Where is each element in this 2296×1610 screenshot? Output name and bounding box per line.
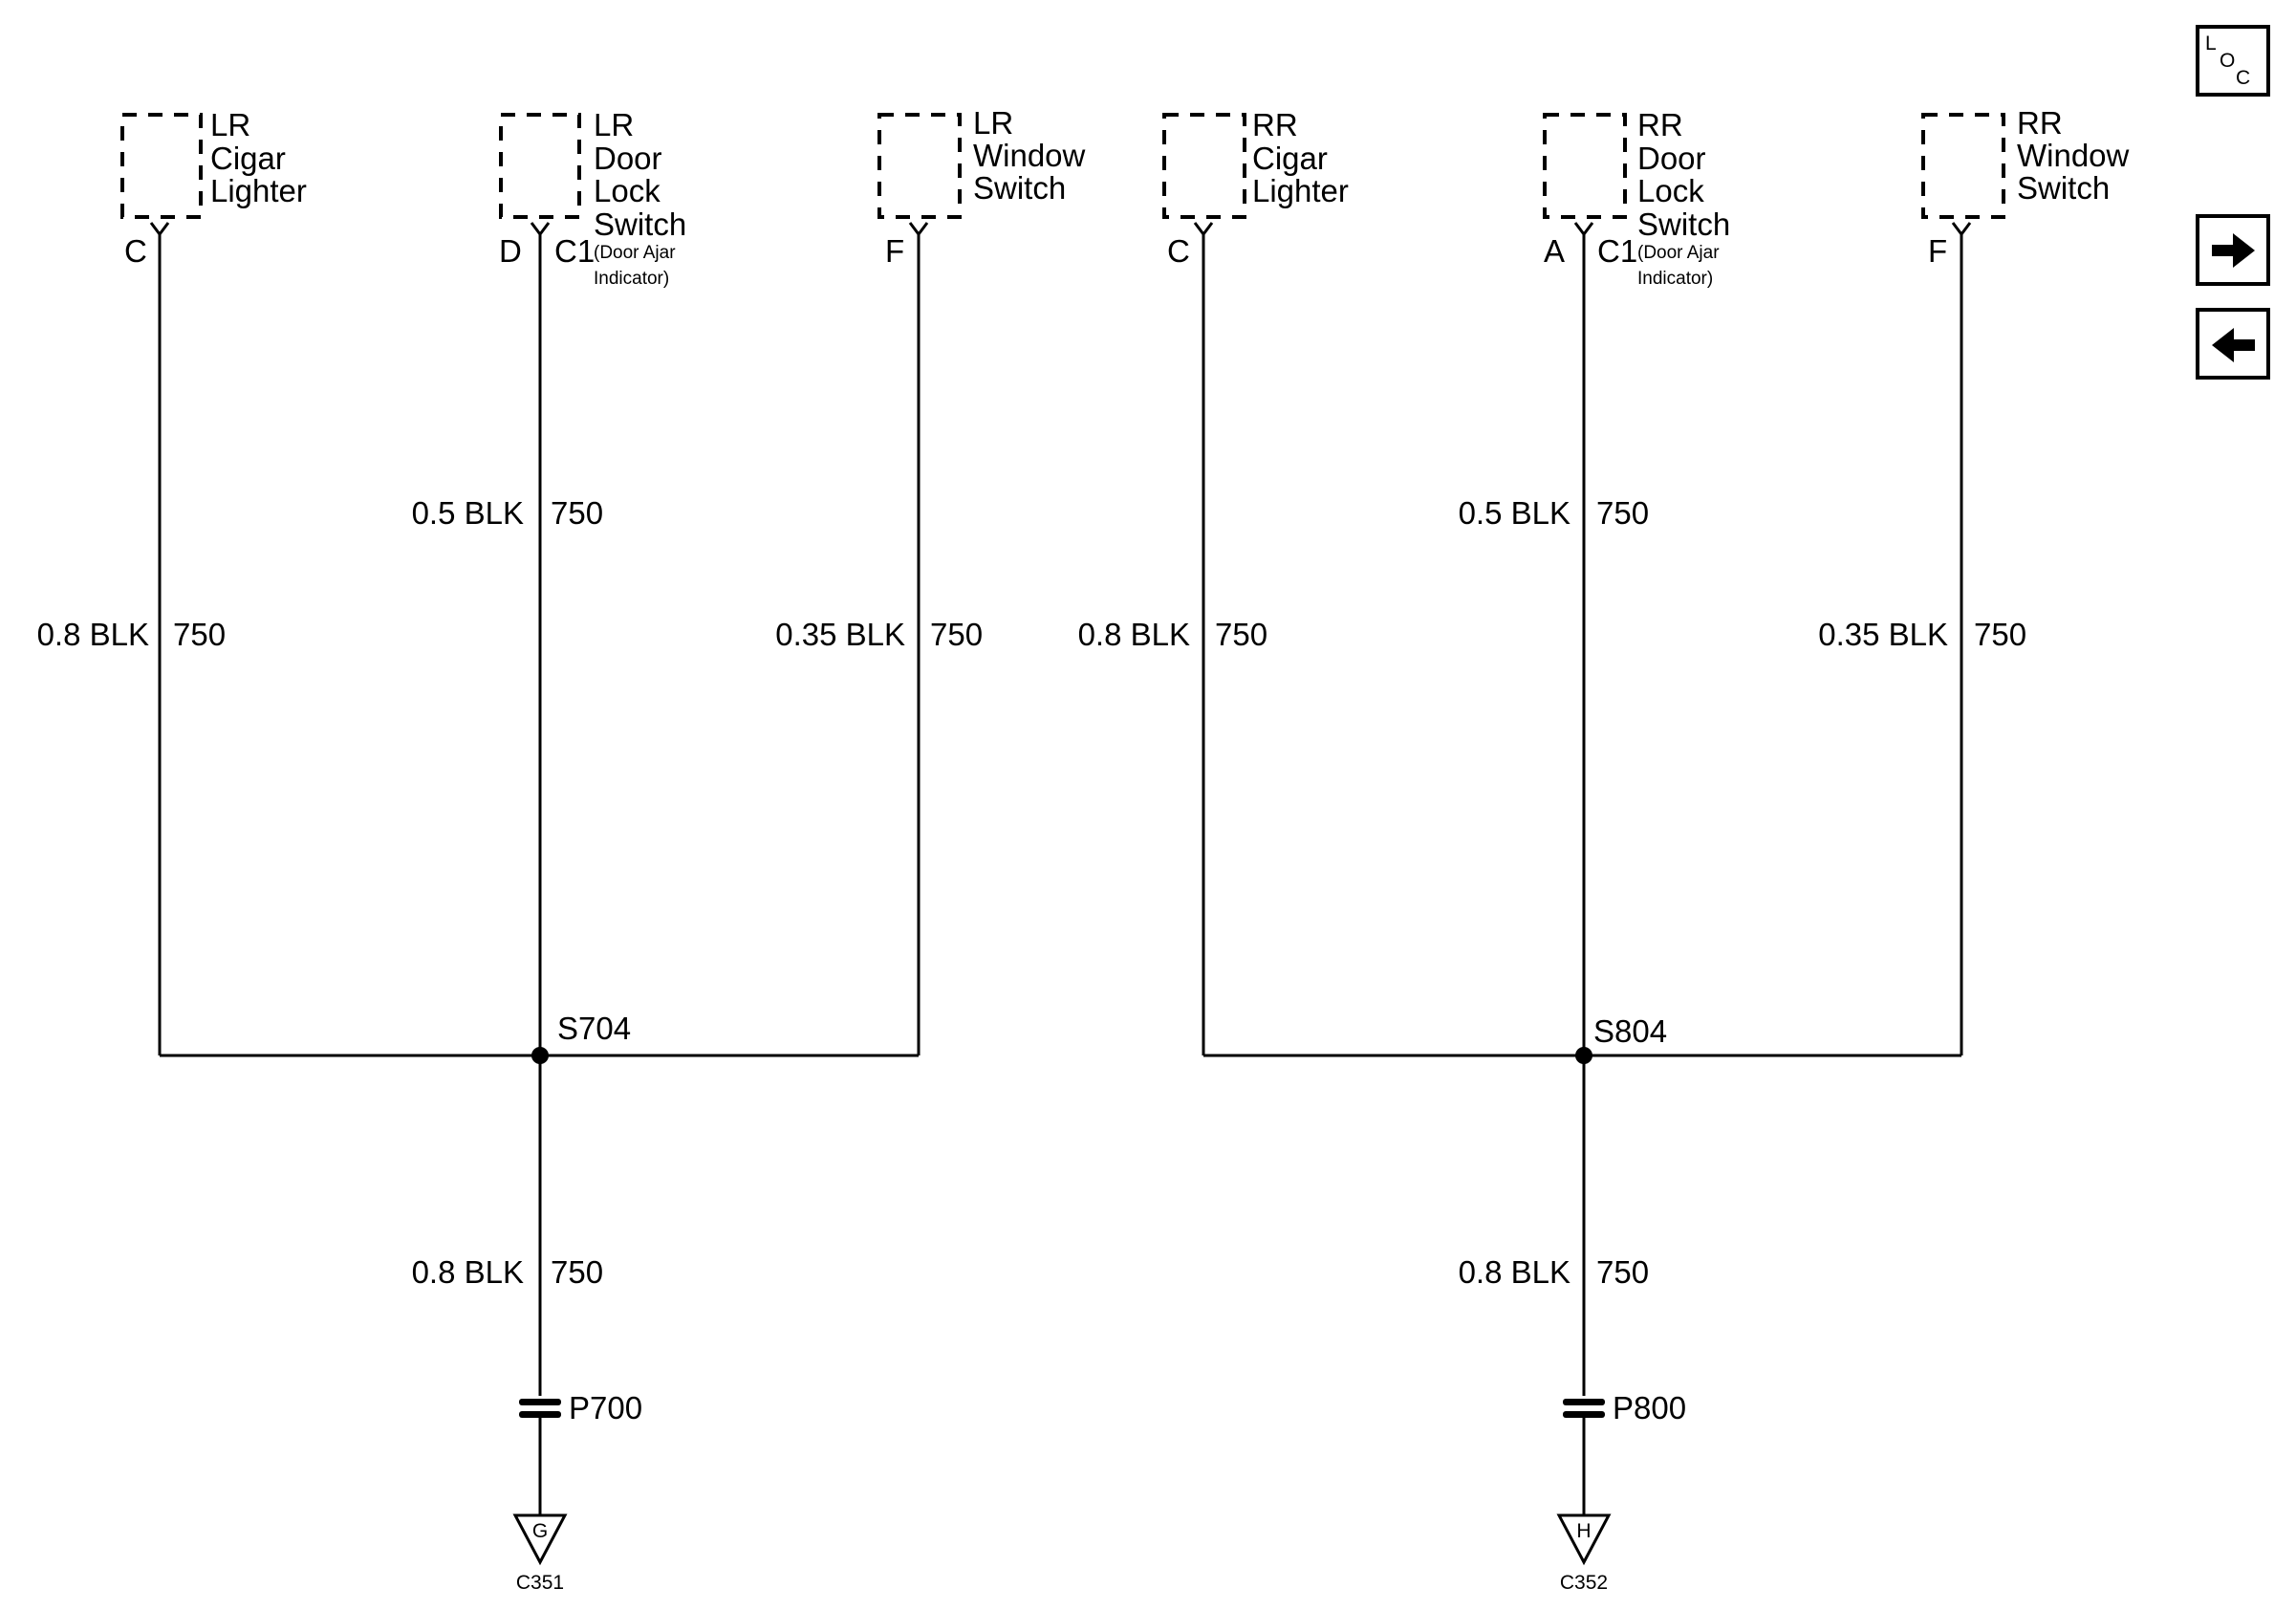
component-label-line: LR (973, 105, 1013, 141)
loc-icon: L O C (2205, 33, 2250, 89)
component-label-line: RR (2017, 105, 2063, 141)
splice-label: S704 (557, 1011, 631, 1046)
component-label-line: Door (1637, 141, 1706, 176)
wire-label-gauge: 0.8 BLK (1078, 617, 1190, 652)
connector-pin-icon (1951, 222, 1972, 237)
component-label-line: Cigar (210, 141, 286, 176)
splice-dot (531, 1047, 549, 1064)
wire-label-gauge: 0.5 BLK (1459, 495, 1570, 531)
wire-label-gauge: 0.5 BLK (412, 495, 524, 531)
splice-dot (1575, 1047, 1592, 1064)
component-lr-cigar-lighter: LR Cigar Lighter C (120, 107, 307, 269)
svg-text:O: O (2220, 50, 2235, 72)
ground-symbol-icon (512, 1513, 568, 1566)
component-box (1162, 113, 1246, 219)
wire-label-circuit: 750 (930, 617, 983, 652)
wire-label-gauge: 0.35 BLK (1818, 617, 1948, 652)
component-rr-window-switch: RR Window Switch F (1921, 105, 2130, 269)
component-label-line: Lock (1637, 173, 1704, 208)
note-line: Indicator) (594, 269, 669, 289)
component-label-line: Lock (594, 173, 661, 208)
component-label-line: Window (973, 138, 1086, 173)
wire-label-gauge: 0.8 BLK (1459, 1254, 1570, 1290)
ground-letter: H (1576, 1520, 1591, 1542)
pin-label: F (1928, 233, 1947, 269)
wire-label-circuit: 750 (1596, 495, 1649, 531)
pass-through-connector-icon (519, 1399, 561, 1418)
pass-through-connector-icon (1563, 1399, 1605, 1418)
component-label-line: Lighter (210, 173, 307, 208)
component-label-line: Switch (2017, 170, 2110, 206)
note-line: (Door Ajar (1637, 243, 1720, 263)
wire-label-circuit: 750 (1974, 617, 2026, 652)
component-label-line: Switch (1637, 207, 1730, 242)
component-label-line: Lighter (1252, 173, 1349, 208)
ground-connector-label: C352 (1560, 1572, 1608, 1594)
pass-through-label: P700 (569, 1390, 642, 1425)
pass-through-label: P800 (1613, 1390, 1686, 1425)
wire-label-circuit: 750 (1596, 1254, 1649, 1290)
note-line: Indicator) (1637, 269, 1713, 289)
wire-label-gauge: 0.8 BLK (412, 1254, 524, 1290)
component-box (1543, 113, 1627, 219)
connector-pin-icon (149, 222, 170, 237)
ground-connector-label: C351 (516, 1572, 564, 1594)
note-line: (Door Ajar (594, 243, 676, 263)
connector-pin-icon (530, 222, 551, 237)
arrow-left-icon (2212, 328, 2255, 362)
component-lr-door-lock-switch: LR Door Lock Switch D C1 (Door Ajar Indi… (499, 107, 686, 289)
component-lr-window-switch: LR Window Switch F (877, 105, 1086, 269)
pin-label: C (124, 233, 147, 269)
splice-label: S804 (1593, 1013, 1667, 1049)
wire-label-circuit: 750 (1215, 617, 1267, 652)
button-frame (2196, 25, 2270, 97)
connector-label: C1 (1597, 233, 1637, 269)
wire-label-circuit: 750 (551, 1254, 603, 1290)
wire-label-gauge: 0.8 BLK (37, 617, 149, 652)
component-box (1921, 113, 2005, 219)
connector-pin-icon (1573, 222, 1594, 237)
component-label-line: RR (1637, 107, 1683, 142)
svg-text:C: C (2236, 67, 2250, 89)
component-label-line: Switch (973, 170, 1066, 206)
arrow-right-icon (2212, 233, 2255, 268)
component-label-line: LR (210, 107, 250, 142)
wire-label-circuit: 750 (173, 617, 226, 652)
pin-label: F (885, 233, 904, 269)
connector-pin-icon (1193, 222, 1214, 237)
pin-label: A (1544, 233, 1565, 269)
component-rr-door-lock-switch: RR Door Lock Switch A C1 (Door Ajar Indi… (1543, 107, 1730, 289)
component-label-line: Cigar (1252, 141, 1328, 176)
component-box (120, 113, 203, 219)
component-label-line: Door (594, 141, 662, 176)
back-button[interactable] (2196, 308, 2270, 380)
wire-label-gauge: 0.35 BLK (775, 617, 905, 652)
ground-symbol-icon (1556, 1513, 1612, 1566)
pin-label: D (499, 233, 522, 269)
component-label-line: LR (594, 107, 634, 142)
pin-label: C (1167, 233, 1190, 269)
svg-text:L: L (2205, 33, 2217, 54)
component-rr-cigar-lighter: RR Cigar Lighter C (1162, 107, 1349, 269)
component-label-line: Switch (594, 207, 686, 242)
connector-label: C1 (554, 233, 595, 269)
loc-button[interactable]: L O C (2196, 25, 2270, 97)
wire-label-circuit: 750 (551, 495, 603, 531)
component-label-line: RR (1252, 107, 1298, 142)
component-box (499, 113, 581, 219)
ground-letter: G (532, 1520, 548, 1542)
component-box (877, 113, 962, 219)
connector-pin-icon (908, 222, 929, 237)
component-label-line: Window (2017, 138, 2130, 173)
forward-button[interactable] (2196, 214, 2270, 286)
